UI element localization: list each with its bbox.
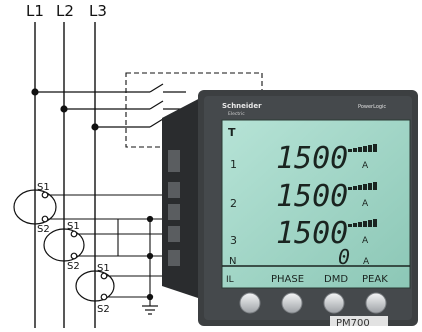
phase-3-value: 1500 (276, 216, 348, 251)
softkey-phase-label: PHASE (271, 274, 304, 285)
phase-lines (34, 22, 96, 328)
menu-marker: IL (226, 275, 234, 285)
meter-button-1[interactable] (239, 292, 261, 314)
phase-label-l1: L1 (26, 2, 44, 20)
phase-1-unit: A (362, 161, 369, 171)
phase-2-unit: A (362, 199, 369, 209)
softkey-dmd-label: DMD (324, 274, 348, 285)
junction-dot (31, 88, 39, 96)
phase-2-label: 2 (230, 197, 237, 210)
phase-1-value: 1500 (276, 141, 348, 176)
phase-label-l2: L2 (56, 2, 74, 20)
model-label: PM700 (336, 318, 370, 328)
ct-2-s1-label: S1 (67, 221, 80, 232)
phase-2-value: 1500 (276, 179, 348, 214)
phase-n-label: N (229, 256, 236, 267)
phase-label-l3: L3 (89, 2, 107, 20)
phase-3-unit: A (362, 236, 369, 246)
lcd-top-symbol: T (228, 126, 236, 139)
ct-3-s2-label: S2 (97, 304, 110, 315)
ct-1-core (13, 189, 57, 225)
phase-3-label: 3 (230, 234, 237, 247)
phase-1-bargraph (348, 144, 377, 152)
phase-n-value: 0 (338, 245, 350, 269)
ct-1-s2-label: S2 (37, 224, 50, 235)
ct-2-s2-label: S2 (67, 261, 80, 272)
phase-3-bargraph (348, 219, 377, 227)
ct-3-core (75, 270, 115, 302)
ground-icon (142, 305, 158, 315)
phase-2-bargraph (348, 182, 377, 190)
brand-name: Schneider (222, 102, 262, 110)
junction-dot (60, 105, 68, 113)
meter-button-3[interactable] (323, 292, 345, 314)
product-name: PowerLogic (358, 104, 386, 110)
meter-button-2[interactable] (281, 292, 303, 314)
voltage-taps (31, 83, 186, 131)
softkey-peak-label: PEAK (362, 274, 388, 285)
meter-buttons (239, 292, 387, 314)
meter-housing (162, 96, 204, 300)
lcd-screen (221, 119, 411, 289)
ct-1-s1-label: S1 (37, 182, 50, 193)
brand-sub: Electric (228, 111, 245, 117)
phase-1-label: 1 (230, 158, 237, 171)
current-transformers (13, 189, 115, 302)
meter-button-4[interactable] (365, 292, 387, 314)
phase-n-unit: A (363, 257, 370, 267)
ct-3-s1-label: S1 (97, 263, 110, 274)
ct-2-core (43, 228, 85, 262)
junction-dot (91, 123, 99, 131)
